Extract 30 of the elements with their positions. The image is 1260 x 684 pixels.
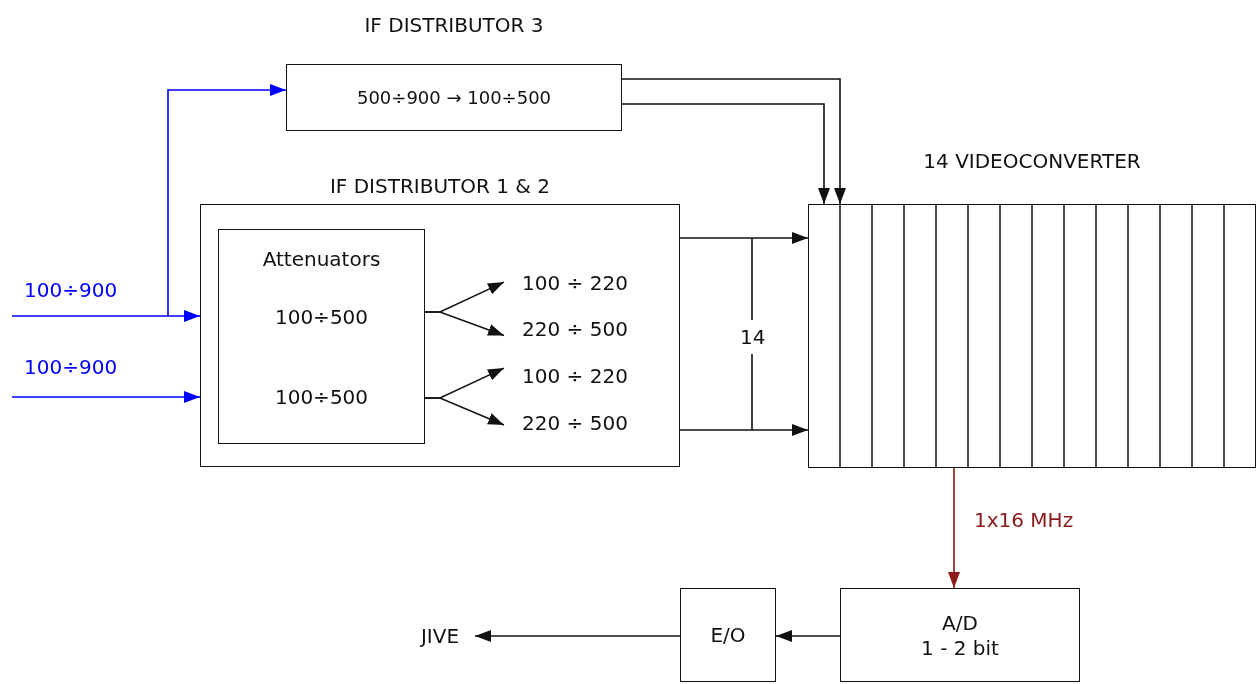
box-title: Attenuators	[262, 247, 381, 271]
arrow	[423, 397, 505, 426]
frequency-range-label: 220 ÷ 500	[505, 411, 645, 435]
frequency-range-label: 100 ÷ 220	[505, 271, 645, 295]
box-title: 14 VIDEOCONVERTER	[923, 149, 1141, 173]
box-title: A/D	[942, 611, 978, 635]
box-title: IF DISTRIBUTOR 1 & 2	[329, 174, 551, 198]
box-text: 500÷900 → 100÷500	[356, 86, 552, 110]
attenuator-box	[218, 229, 425, 444]
arrow	[474, 630, 681, 642]
box-text: E/O	[710, 623, 746, 647]
box-text: 100÷500	[274, 385, 369, 409]
box-title: IF DISTRIBUTOR 3	[364, 13, 544, 37]
arrow	[11, 310, 201, 322]
arrow	[11, 391, 201, 403]
arrow	[423, 311, 505, 337]
frequency-range-label: 100 ÷ 220	[505, 364, 645, 388]
output-label: JIVE	[405, 624, 475, 648]
box-text: 1 - 2 bit	[921, 636, 999, 660]
frequency-range-label: 220 ÷ 500	[505, 317, 645, 341]
arrow	[775, 630, 841, 642]
arrow	[679, 232, 809, 244]
box-text: 100÷500	[274, 305, 369, 329]
arrow	[621, 78, 846, 205]
arrow	[621, 103, 830, 205]
converter-box	[680, 588, 776, 682]
arrow	[167, 84, 287, 317]
arrow	[679, 424, 809, 436]
converter-box	[840, 588, 1080, 682]
arrow	[948, 467, 960, 589]
